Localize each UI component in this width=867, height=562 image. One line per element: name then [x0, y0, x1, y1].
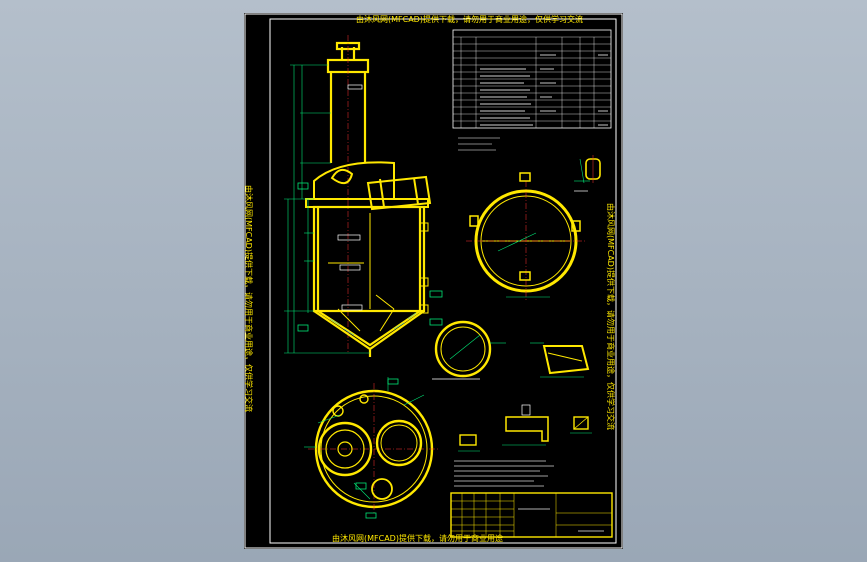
title-block [450, 492, 613, 538]
watermark-bottom: 由沐风网(MFCAD)提供下载，请勿用于商业用途 [332, 534, 503, 543]
technical-notes [454, 460, 554, 487]
vessel-elevation-view [284, 35, 443, 357]
parts-list-table [452, 29, 612, 129]
vessel-plan-view [304, 377, 440, 519]
clip-detail-view [574, 155, 601, 192]
watermark-top: 由沐风网(MFCAD)提供下载，请勿用于商业用途，仅供学习交流 [356, 15, 583, 24]
drawing-canvas [244, 13, 623, 549]
ring-section-view [466, 172, 590, 301]
drawing-sheet: 由沐风网(MFCAD)提供下载，请勿用于商业用途，仅供学习交流 由沐风网(MFC… [244, 13, 623, 549]
part-details [458, 404, 592, 452]
outer-border [244, 13, 623, 549]
watermark-right: 由沐风网(MFCAD)提供下载，请勿用于商业用途，仅供学习交流 [606, 203, 615, 430]
watermark-left: 由沐风网(MFCAD)提供下载，请勿用于商业用途，仅供学习交流 [244, 185, 253, 412]
table-notes [458, 137, 500, 151]
bracket-detail-view [530, 342, 590, 378]
small-ring-view [432, 320, 506, 380]
inner-border [269, 18, 617, 544]
